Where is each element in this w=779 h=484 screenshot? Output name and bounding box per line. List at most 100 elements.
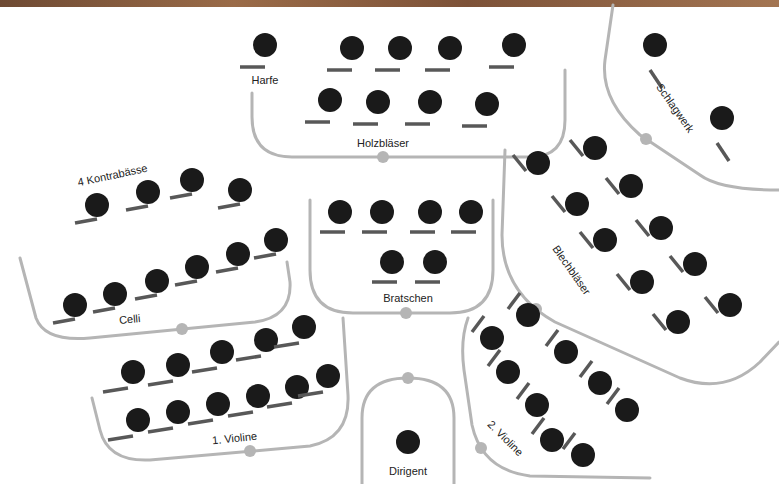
section-marker (640, 133, 652, 145)
musician-seat (475, 92, 499, 116)
music-stand (563, 433, 575, 449)
music-stand (188, 420, 213, 424)
music-stand (705, 297, 718, 313)
musician-seat (318, 88, 342, 112)
music-stand (135, 295, 157, 299)
section-area: Dirigent (355, 370, 460, 484)
music-stand (103, 388, 128, 392)
music-stand (254, 254, 276, 258)
musician-seat (480, 326, 504, 350)
music-stand (617, 274, 630, 290)
musician-seat (643, 33, 667, 57)
musician-seat (666, 310, 690, 334)
music-stand (488, 350, 500, 366)
musician-seat (103, 282, 127, 306)
section-area: Schlagwerk (595, 0, 779, 200)
musician-seat (85, 193, 109, 217)
music-stand (320, 230, 345, 234)
photo-strip (0, 0, 779, 7)
music-stand (410, 230, 435, 234)
music-stand (375, 68, 400, 72)
musician-seat (526, 151, 550, 175)
musician-seat (264, 228, 288, 252)
music-stand (670, 256, 683, 272)
music-stand (93, 308, 115, 312)
music-stand (175, 281, 197, 285)
music-stand (108, 436, 133, 440)
music-stand (405, 122, 430, 126)
music-stand (305, 120, 330, 124)
musician-seat (630, 270, 654, 294)
musician-seat (166, 353, 190, 377)
music-stand (451, 230, 476, 234)
music-stand (228, 412, 253, 416)
music-stand (192, 368, 217, 372)
music-stand (546, 330, 558, 346)
musician-seat (210, 340, 234, 364)
musician-seat (126, 408, 150, 432)
section-outline-layer (15, 160, 300, 345)
section-outline-layer (500, 135, 779, 400)
musician-seat (540, 428, 564, 452)
section-area: Bratschen (300, 190, 500, 322)
musician-seat (228, 178, 252, 202)
musician-seat (180, 168, 204, 192)
music-stand (653, 314, 666, 330)
musician-seat (459, 200, 483, 224)
music-stand (218, 204, 240, 208)
musician-seat (246, 384, 270, 408)
music-stand (717, 143, 729, 161)
musician-seat (370, 200, 394, 224)
section-area: Holzbläser (222, 30, 582, 165)
music-stand (148, 381, 173, 385)
music-stand (570, 140, 583, 156)
section-area: 2. Violine (450, 285, 660, 484)
music-stand (216, 268, 238, 272)
section-label: 2. Violine (486, 418, 526, 458)
music-stand (75, 219, 97, 223)
musician-seat (418, 200, 442, 224)
musician-seat (418, 90, 442, 114)
section-marker (176, 323, 188, 335)
musician-seat (554, 340, 578, 364)
section-label: 1. Violine (212, 430, 258, 447)
music-stand (489, 65, 514, 69)
instrument-label: Harfe (252, 74, 279, 86)
music-stand (126, 206, 148, 210)
musician-seat (185, 255, 209, 279)
musician-seat (136, 180, 160, 204)
music-stand (53, 319, 75, 323)
musician-seat (121, 360, 145, 384)
musician-seat (583, 136, 607, 160)
musician-seat (63, 293, 87, 317)
musician-seat (253, 33, 277, 57)
music-stand (462, 124, 487, 128)
section-marker (400, 307, 412, 319)
music-stand (607, 388, 619, 404)
music-stand (552, 196, 565, 212)
musician-seat (615, 398, 639, 422)
musician-seat (145, 269, 169, 293)
section-outline-layer (450, 285, 660, 484)
musician-seat (206, 392, 230, 416)
musician-seat (502, 33, 526, 57)
section-outline (20, 258, 290, 339)
section-label: Celli (119, 312, 141, 326)
music-stand (327, 68, 352, 72)
music-stand (636, 220, 649, 236)
musician-seat (565, 192, 589, 216)
music-stand (415, 280, 440, 284)
music-stand (298, 392, 323, 396)
music-stand (236, 356, 261, 360)
music-stand (580, 232, 593, 248)
music-stand (472, 316, 484, 332)
section-area: 4 KontrabässeCelli (15, 160, 300, 345)
section-outline (502, 150, 779, 384)
musician-seat (718, 293, 742, 317)
section-marker (377, 151, 389, 163)
section-outline (252, 70, 565, 157)
music-stand (362, 230, 387, 234)
music-stand (508, 293, 520, 309)
musician-seat (525, 393, 549, 417)
